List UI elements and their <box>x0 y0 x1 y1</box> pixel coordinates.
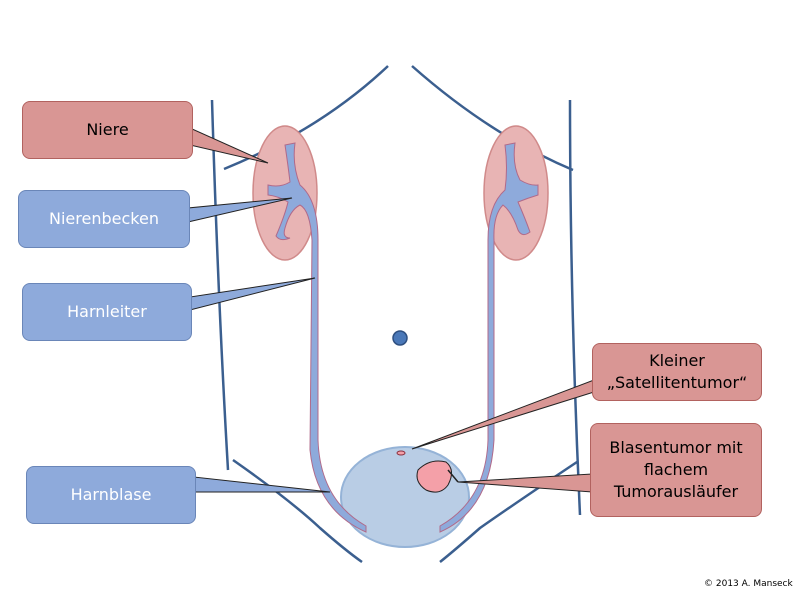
tumor <box>416 460 452 493</box>
navel <box>392 330 408 346</box>
label-satellitentumor: Kleiner „Satellitentumor“ <box>592 343 762 401</box>
right-renal-pelvis-ureter <box>439 142 539 533</box>
label-harnblase: Harnblase <box>26 466 196 524</box>
bladder <box>340 446 470 548</box>
left-pelvis-line <box>232 458 363 564</box>
label-blasentumor: Blasentumor mit flachem Tumorausläufer <box>590 423 762 517</box>
niere-pointer <box>189 127 269 164</box>
right-torso-line <box>568 99 582 516</box>
label-niere: Niere <box>22 101 193 159</box>
copyright-notice: © 2013 A. Manseck <box>704 579 793 589</box>
satellite-tumor <box>396 450 406 456</box>
right-rib-line <box>411 65 574 172</box>
harnleiter-pointer <box>189 277 316 311</box>
left-torso-line <box>210 99 230 471</box>
label-nierenbecken: Nierenbecken <box>18 190 190 248</box>
harnblase-pointer <box>193 476 331 493</box>
tumor-extension <box>447 469 459 483</box>
left-renal-pelvis-ureter <box>267 142 367 533</box>
label-harnleiter: Harnleiter <box>22 283 192 341</box>
left-rib-line <box>223 65 389 171</box>
satellitentumor-pointer <box>411 379 595 450</box>
